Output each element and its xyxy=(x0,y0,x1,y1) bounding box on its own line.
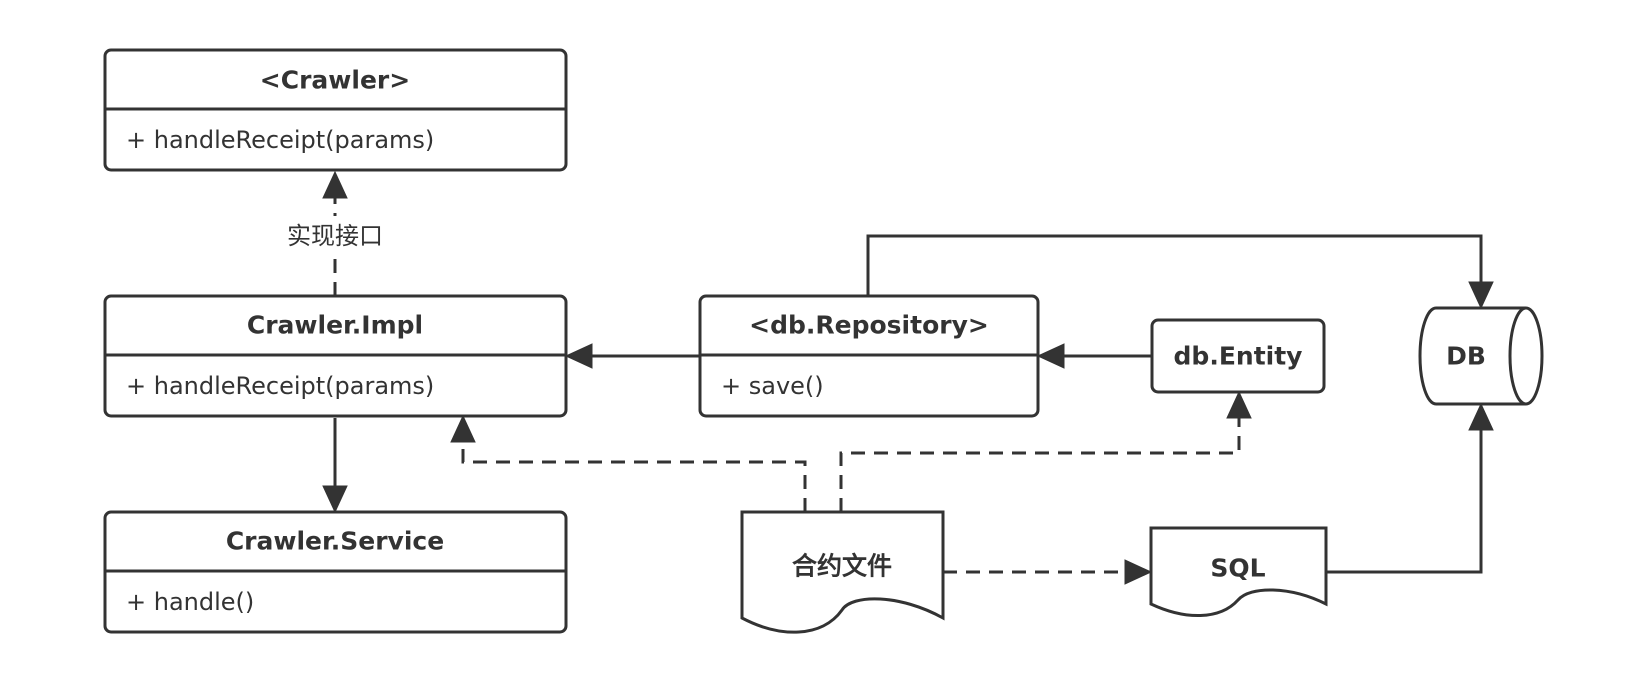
entity-label: db.Entity xyxy=(1174,342,1303,371)
crawler-class-title: <Crawler> xyxy=(260,66,410,95)
repository-interface-class[interactable]: <db.Repository> + save() xyxy=(698,294,1040,418)
sql-document-shape xyxy=(1149,526,1328,617)
contract-document-node[interactable]: 合约文件 xyxy=(740,510,945,634)
repository-to-impl-arrowhead xyxy=(564,343,593,369)
database-node[interactable]: DB xyxy=(1418,306,1544,406)
crawler-service-class[interactable]: Crawler.Service + handle() xyxy=(103,510,568,634)
sql-document-label: SQL xyxy=(1210,554,1265,583)
entity-to-repository-arrowhead xyxy=(1036,343,1065,369)
crawler-class-method: + handleReceipt(params) xyxy=(126,126,434,154)
impl-class-title: Crawler.Impl xyxy=(247,311,423,340)
entity-box xyxy=(1150,318,1326,394)
sql-document-node[interactable]: SQL xyxy=(1149,526,1328,617)
contract-to-entity-arrowhead xyxy=(1226,390,1252,419)
contract-to-impl-connector xyxy=(461,440,807,512)
database-cylinder-face xyxy=(1508,306,1527,406)
repository-class-method: + save() xyxy=(721,372,824,400)
contract-to-impl-arrowhead xyxy=(450,414,476,443)
impl-to-service-arrowhead xyxy=(322,485,348,514)
service-class-method: + handle() xyxy=(126,588,254,616)
sql-to-db-arrowhead xyxy=(1468,402,1494,431)
contract-document-label: 合约文件 xyxy=(792,552,892,581)
database-label: DB xyxy=(1446,342,1486,371)
crawler-interface-class[interactable]: <Crawler> + handleReceipt(params) xyxy=(103,48,568,172)
connectors xyxy=(322,170,1494,585)
service-class-title: Crawler.Service xyxy=(226,527,444,556)
entity-node[interactable]: db.Entity xyxy=(1150,318,1326,394)
implements-arrowhead xyxy=(322,170,348,199)
crawler-impl-class[interactable]: Crawler.Impl + handleReceipt(params) xyxy=(103,294,568,418)
contract-to-entity-connector xyxy=(839,416,1241,512)
repository-to-db-connector xyxy=(866,234,1483,296)
contract-to-sql-arrowhead xyxy=(1124,559,1153,585)
repository-class-title: <db.Repository> xyxy=(749,311,989,340)
impl-class-method: + handleReceipt(params) xyxy=(126,372,434,400)
contract-document-shape xyxy=(740,510,945,634)
repository-to-db-arrowhead xyxy=(1468,281,1494,310)
implements-label: 实现接口 xyxy=(287,222,383,250)
implements-label-bg xyxy=(278,216,392,254)
sql-to-db-connector xyxy=(1326,428,1483,574)
